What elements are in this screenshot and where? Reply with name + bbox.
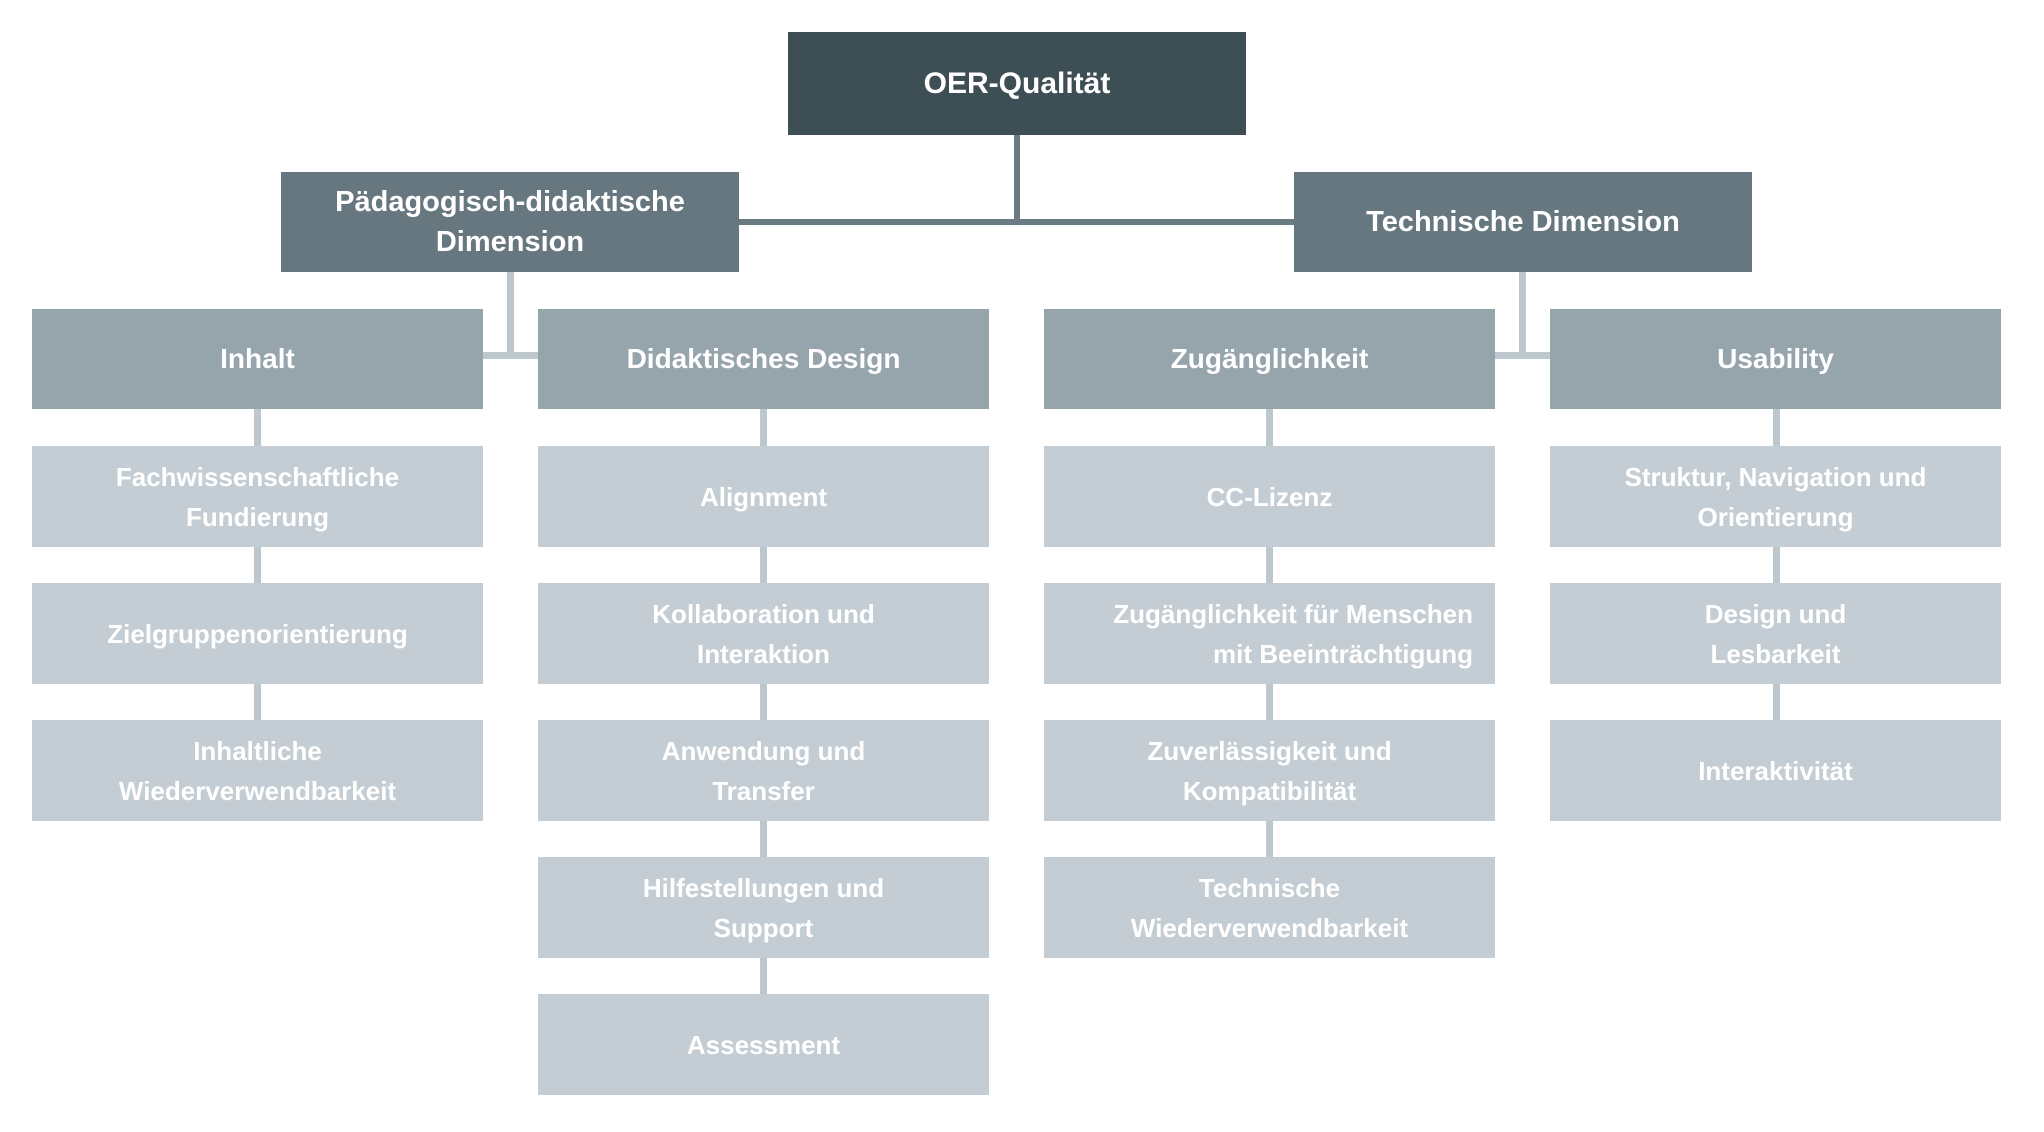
item-hilfestellungen-und-support-label: Hilfestellungen und Support [642, 872, 885, 943]
item-alignment: Alignment [538, 446, 989, 547]
item-zuverlaessigkeit-und-kompatibilitaet-label: Zuverlässigkeit und Kompatibilität [1147, 735, 1392, 806]
connector-col3-seg1 [1266, 405, 1273, 450]
node-paedagogisch-didaktische-dimension: Pädagogisch-didaktische Dimension [281, 172, 739, 272]
column-header-didaktisches-design: Didaktisches Design [538, 309, 989, 409]
connector-col2-seg5 [760, 954, 767, 998]
item-struktur-navigation-und-orientierung-label: Struktur, Navigation und Orientierung [1624, 461, 1927, 532]
connector-paedagogisch-stem [507, 270, 514, 359]
connector-col1-seg3 [254, 680, 261, 724]
column-header-inhalt: Inhalt [32, 309, 483, 409]
column-header-zugaenglichkeit-label: Zugänglichkeit [1170, 343, 1369, 374]
item-zugaenglichkeit-fuer-menschen-mit-beeintraechtigung-label: Zugänglichkeit für Menschen mit Beeinträ… [1113, 598, 1473, 669]
item-anwendung-und-transfer: Anwendung und Transfer [538, 720, 989, 821]
connector-paedagogisch-horizontal [483, 352, 538, 359]
connector-technische-stem [1519, 270, 1526, 359]
item-zielgruppenorientierung: Zielgruppenorientierung [32, 583, 483, 684]
item-fachwissenschaftliche-fundierung: Fachwissenschaftliche Fundierung [32, 446, 483, 547]
item-anwendung-und-transfer-label: Anwendung und Transfer [661, 735, 866, 806]
item-hilfestellungen-und-support: Hilfestellungen und Support [538, 857, 989, 958]
connector-col2-seg4 [760, 817, 767, 861]
connector-col1-seg2 [254, 543, 261, 587]
connector-col3-seg3 [1266, 680, 1273, 724]
item-technische-wiederverwendbarkeit-label: Technische Wiederverwendbarkeit [1130, 872, 1409, 943]
item-fachwissenschaftliche-fundierung-label: Fachwissenschaftliche Fundierung [115, 461, 400, 532]
item-cc-lizenz: CC-Lizenz [1044, 446, 1495, 547]
item-kollaboration-und-interaktion-label: Kollaboration und Interaktion [652, 598, 875, 669]
item-kollaboration-und-interaktion: Kollaboration und Interaktion [538, 583, 989, 684]
item-inhaltliche-wiederverwendbarkeit: Inhaltliche Wiederverwendbarkeit [32, 720, 483, 821]
connector-col2-seg3 [760, 680, 767, 724]
connector-col4-seg2 [1773, 543, 1780, 587]
connector-col4-seg1 [1773, 405, 1780, 450]
item-cc-lizenz-label: CC-Lizenz [1206, 481, 1333, 512]
column-header-usability: Usability [1550, 309, 2001, 409]
item-inhaltliche-wiederverwendbarkeit-label: Inhaltliche Wiederverwendbarkeit [118, 735, 397, 806]
connector-col1-seg1 [254, 405, 261, 450]
node-technische-dimension-label: Technische Dimension [1366, 206, 1680, 238]
connector-col2-seg2 [760, 543, 767, 587]
item-assessment-label: Assessment [686, 1029, 841, 1060]
node-oer-qualitaet: OER-Qualität [788, 32, 1246, 135]
node-paedagogisch-didaktische-dimension-label: Pädagogisch-didaktische Dimension [335, 186, 685, 258]
item-interaktivitaet-label: Interaktivität [1698, 755, 1853, 786]
node-technische-dimension: Technische Dimension [1294, 172, 1752, 272]
node-oer-qualitaet-label: OER-Qualität [923, 66, 1111, 100]
connector-root-stem [1014, 135, 1020, 225]
column-header-zugaenglichkeit: Zugänglichkeit [1044, 309, 1495, 409]
item-assessment: Assessment [538, 994, 989, 1095]
connector-col4-seg3 [1773, 680, 1780, 724]
item-interaktivitaet: Interaktivität [1550, 720, 2001, 821]
connector-col3-seg4 [1266, 817, 1273, 861]
column-header-inhalt-label: Inhalt [220, 343, 295, 374]
connector-col2-seg1 [760, 405, 767, 450]
item-design-und-lesbarkeit: Design und Lesbarkeit [1550, 583, 2001, 684]
item-design-und-lesbarkeit-label: Design und Lesbarkeit [1704, 598, 1847, 669]
column-header-usability-label: Usability [1717, 343, 1834, 374]
connector-col3-seg2 [1266, 543, 1273, 587]
item-struktur-navigation-und-orientierung: Struktur, Navigation und Orientierung [1550, 446, 2001, 547]
item-technische-wiederverwendbarkeit: Technische Wiederverwendbarkeit [1044, 857, 1495, 958]
item-zugaenglichkeit-fuer-menschen-mit-beeintraechtigung: Zugänglichkeit für Menschen mit Beeinträ… [1044, 583, 1495, 684]
connector-technische-horizontal [1493, 352, 1550, 359]
column-header-didaktisches-design-label: Didaktisches Design [626, 343, 901, 374]
item-alignment-label: Alignment [699, 481, 828, 512]
item-zuverlaessigkeit-und-kompatibilitaet: Zuverlässigkeit und Kompatibilität [1044, 720, 1495, 821]
connector-root-horizontal [739, 219, 1294, 225]
item-zielgruppenorientierung-label: Zielgruppenorientierung [107, 618, 408, 649]
